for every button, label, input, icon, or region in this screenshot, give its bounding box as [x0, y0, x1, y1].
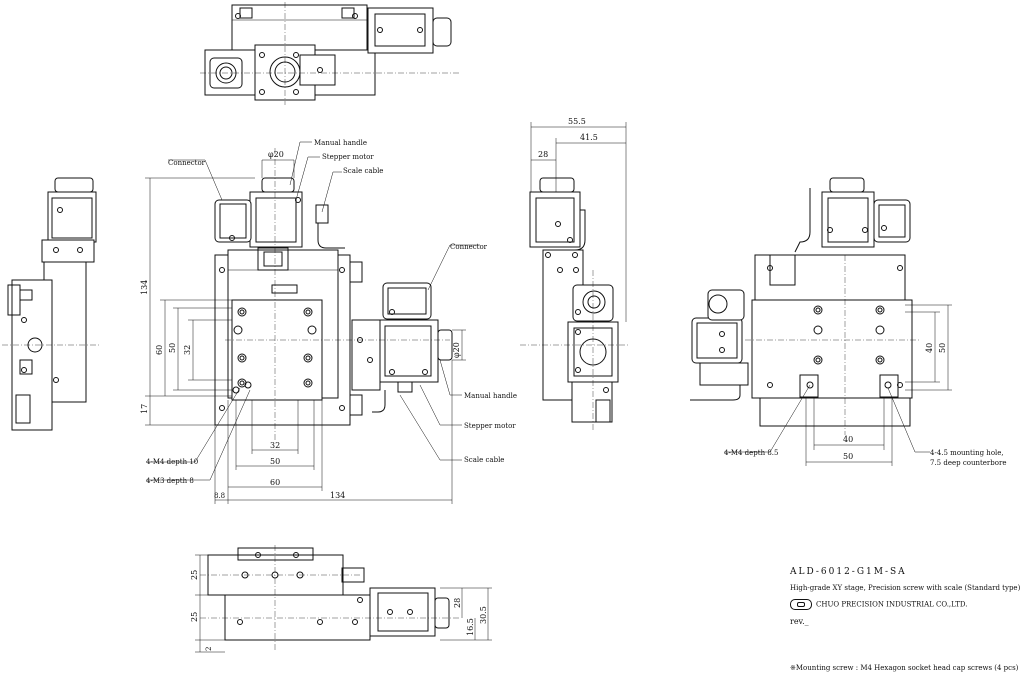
- label-scale-cable-top: Scale cable: [343, 167, 383, 175]
- dim-front-32v: 32: [183, 345, 192, 355]
- label-stepper-motor-top: Stepper motor: [322, 153, 374, 161]
- dim-rear-50v: 50: [938, 343, 947, 353]
- right-view: [520, 122, 630, 430]
- label-mount-hole-1: 4-4.5 mounting hole,: [930, 449, 1004, 457]
- label-m3-depth8: 4-M3 depth 8: [146, 477, 194, 485]
- model-number: ALD-6012-G1M-SA: [790, 567, 907, 577]
- rear-view: [690, 177, 952, 466]
- label-phi20-right: φ20: [452, 342, 461, 358]
- label-mount-hole-2: 7.5 deep counterbore: [930, 459, 1006, 467]
- dim-right-28: 28: [538, 150, 548, 159]
- dim-rear-40v: 40: [925, 343, 934, 353]
- bottom-view: [195, 545, 492, 653]
- callout-labels: Manual handle Stepper motor Scale cable …: [146, 139, 1006, 485]
- title-block: ALD-6012-G1M-SA High-grade XY stage, Pre…: [790, 563, 1020, 673]
- dim-bottom-2: 2: [205, 647, 213, 651]
- dim-bottom-25b: 25: [190, 612, 199, 622]
- label-manual-handle-right: Manual handle: [464, 392, 517, 400]
- dimension-values: 134 60 50 32 17 32 50 60 134 8.8 55.5 41…: [140, 117, 947, 651]
- dim-front-17v: 17: [140, 404, 149, 414]
- label-manual-handle-top: Manual handle: [314, 139, 367, 147]
- label-stepper-motor-right: Stepper motor: [464, 422, 516, 430]
- dim-bottom-28: 28: [453, 598, 462, 608]
- dim-front-88h: 8.8: [214, 492, 225, 500]
- dim-front-50h: 50: [270, 457, 280, 466]
- product-description: High-grade XY stage, Precision screw wit…: [790, 584, 1020, 592]
- dim-front-60h: 60: [270, 478, 280, 487]
- company-logo-icon: [790, 599, 812, 610]
- dim-front-32h: 32: [270, 441, 280, 450]
- company-name: CHUO PRECISION INDUSTRIAL CO.,LTD.: [816, 600, 968, 609]
- label-m4-depth10: 4-M4 depth 10: [146, 458, 198, 466]
- dim-front-134v: 134: [140, 280, 149, 295]
- dim-front-134h: 134: [330, 491, 345, 500]
- dim-right-555: 55.5: [568, 117, 586, 126]
- top-view: [200, 2, 460, 105]
- revision-mark: rev._: [790, 617, 809, 626]
- mounting-note: ※Mounting screw : M4 Hexagon socket head…: [790, 664, 1019, 672]
- company-row: CHUO PRECISION INDUSTRIAL CO.,LTD.: [790, 599, 967, 610]
- label-connector-left: Connector: [168, 159, 206, 167]
- dim-rear-40h: 40: [843, 435, 853, 444]
- dim-rear-50h: 50: [843, 452, 853, 461]
- label-connector-right: Connector: [450, 243, 488, 251]
- label-scale-cable-right: Scale cable: [464, 456, 504, 464]
- dim-front-60v: 60: [155, 345, 164, 355]
- left-view: [2, 177, 100, 431]
- dim-bottom-25a: 25: [190, 570, 199, 580]
- front-view: [145, 141, 480, 504]
- dim-front-50v: 50: [168, 343, 177, 353]
- label-phi20-top: φ20: [268, 150, 284, 159]
- dim-right-415: 41.5: [580, 133, 598, 142]
- dim-bottom-305: 30.5: [479, 606, 488, 624]
- dim-bottom-165: 16.5: [466, 618, 475, 636]
- label-m4-depth85: 4-M4 depth 8.5: [724, 449, 778, 457]
